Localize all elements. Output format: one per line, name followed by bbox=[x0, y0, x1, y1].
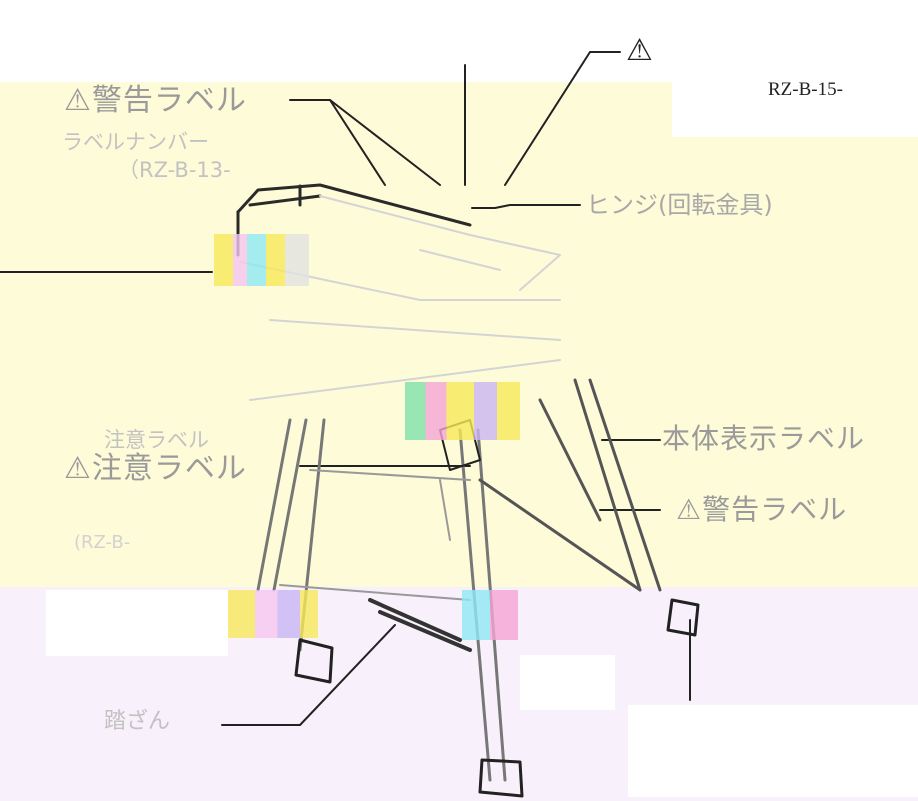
blank-region-bottomleft bbox=[46, 590, 228, 656]
hinge-label: ヒンジ(回転金具) bbox=[586, 191, 773, 219]
artifact-patch-2 bbox=[405, 382, 520, 440]
artifact-patch-4 bbox=[462, 590, 518, 640]
cross-bars bbox=[279, 469, 471, 601]
caution-label-title: 注意ラベル bbox=[104, 428, 209, 452]
rear-legs bbox=[478, 378, 662, 592]
label-number-caption: ラベルナンバー bbox=[62, 130, 209, 154]
ladder-top-light bbox=[239, 195, 561, 401]
artifact-patch-1 bbox=[214, 234, 309, 286]
step-rungs bbox=[368, 598, 472, 652]
artifact-patch-3 bbox=[228, 590, 318, 638]
warning-symbol-top: ⚠ bbox=[626, 33, 654, 68]
caution-label: ⚠注意ラベル bbox=[64, 451, 247, 486]
ladder-feet bbox=[294, 598, 700, 798]
background-band-yellow bbox=[0, 82, 918, 587]
blank-region-bottomright bbox=[628, 705, 918, 797]
step-label: 踏ざん bbox=[104, 709, 171, 734]
warning-label-right: ⚠警告ラベル bbox=[676, 493, 848, 526]
ladder-top bbox=[236, 183, 472, 257]
warning-label-top: ⚠警告ラベル bbox=[64, 83, 247, 118]
body-display-label: 本体表示ラベル bbox=[662, 422, 866, 455]
blank-region-topright bbox=[672, 82, 918, 137]
caution-label-code: (RZ-B- bbox=[74, 532, 131, 553]
leader-lines bbox=[0, 51, 691, 726]
drawing-code: RZ-B-15- bbox=[768, 79, 843, 100]
blank-region-bottommid bbox=[520, 655, 615, 710]
label-number-code: （RZ-B-13- bbox=[118, 158, 231, 182]
